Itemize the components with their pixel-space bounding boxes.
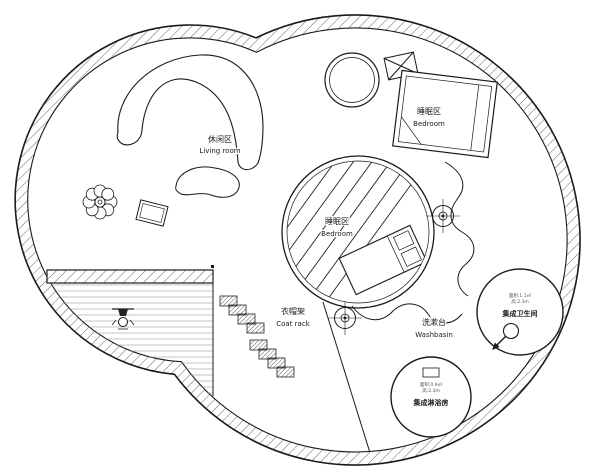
curved-sofa [116,54,264,171]
round-table [324,52,380,108]
shower-control-box [422,367,440,378]
bedroom-center-label-zh: 睡眠区 [325,217,349,226]
plant-icon [82,184,118,220]
bedroom-upper-label-en: Bedroom [413,120,445,128]
coat-rack-group-lower [249,339,295,378]
washbasin-label-zh: 洗漱台 [422,317,446,327]
bedroom-upper-label-zh: 睡眠区 [417,107,441,116]
bathroom-pod-spec2: 高:2.3m [511,298,529,305]
magnifier-icon [492,322,520,350]
bedroom-center-label-en: Bedroom [321,230,353,238]
coffee-table [175,166,240,198]
shower-pod-spec1: 面积:0.9㎡ [420,381,443,388]
interior-lines [322,161,475,452]
bedroom-pod-ring [281,155,435,309]
shower-pod-name: 集成淋浴房 [413,398,449,407]
dot-marker [211,265,214,268]
floor-stripes [287,161,418,303]
living-room-label-en: Living room [199,147,240,155]
coat-rack-label-en: Coat rack [276,320,310,328]
light-fixture-icon [328,301,362,335]
bathroom-pod-spec1: 面积:1.1㎡ [509,292,532,299]
deck-lamp-icon [111,308,135,330]
area-divider-line [322,301,372,452]
living-room-label-zh: 休闲区 [208,134,232,144]
partition-wall [46,269,214,284]
bed-upper [392,69,498,159]
ottoman [135,199,169,227]
bed-center [338,224,428,296]
washbasin-label-en: Washbasin [415,331,453,339]
shower-pod-spec2: 高:2.3m [422,387,440,394]
bathroom-pod-name: 集成卫生间 [502,309,538,318]
curtain-wave-vertical [444,161,475,297]
bedroom-pod-interior [287,161,428,303]
light-fixture-icon [426,199,460,233]
coat-rack-label-zh: 衣帽架 [281,306,305,316]
curtain-wave-horizontal [351,303,463,324]
coat-rack-group-upper [219,295,265,334]
shower-pod-circle [390,356,472,438]
bathroom-pod-circle [476,268,564,356]
